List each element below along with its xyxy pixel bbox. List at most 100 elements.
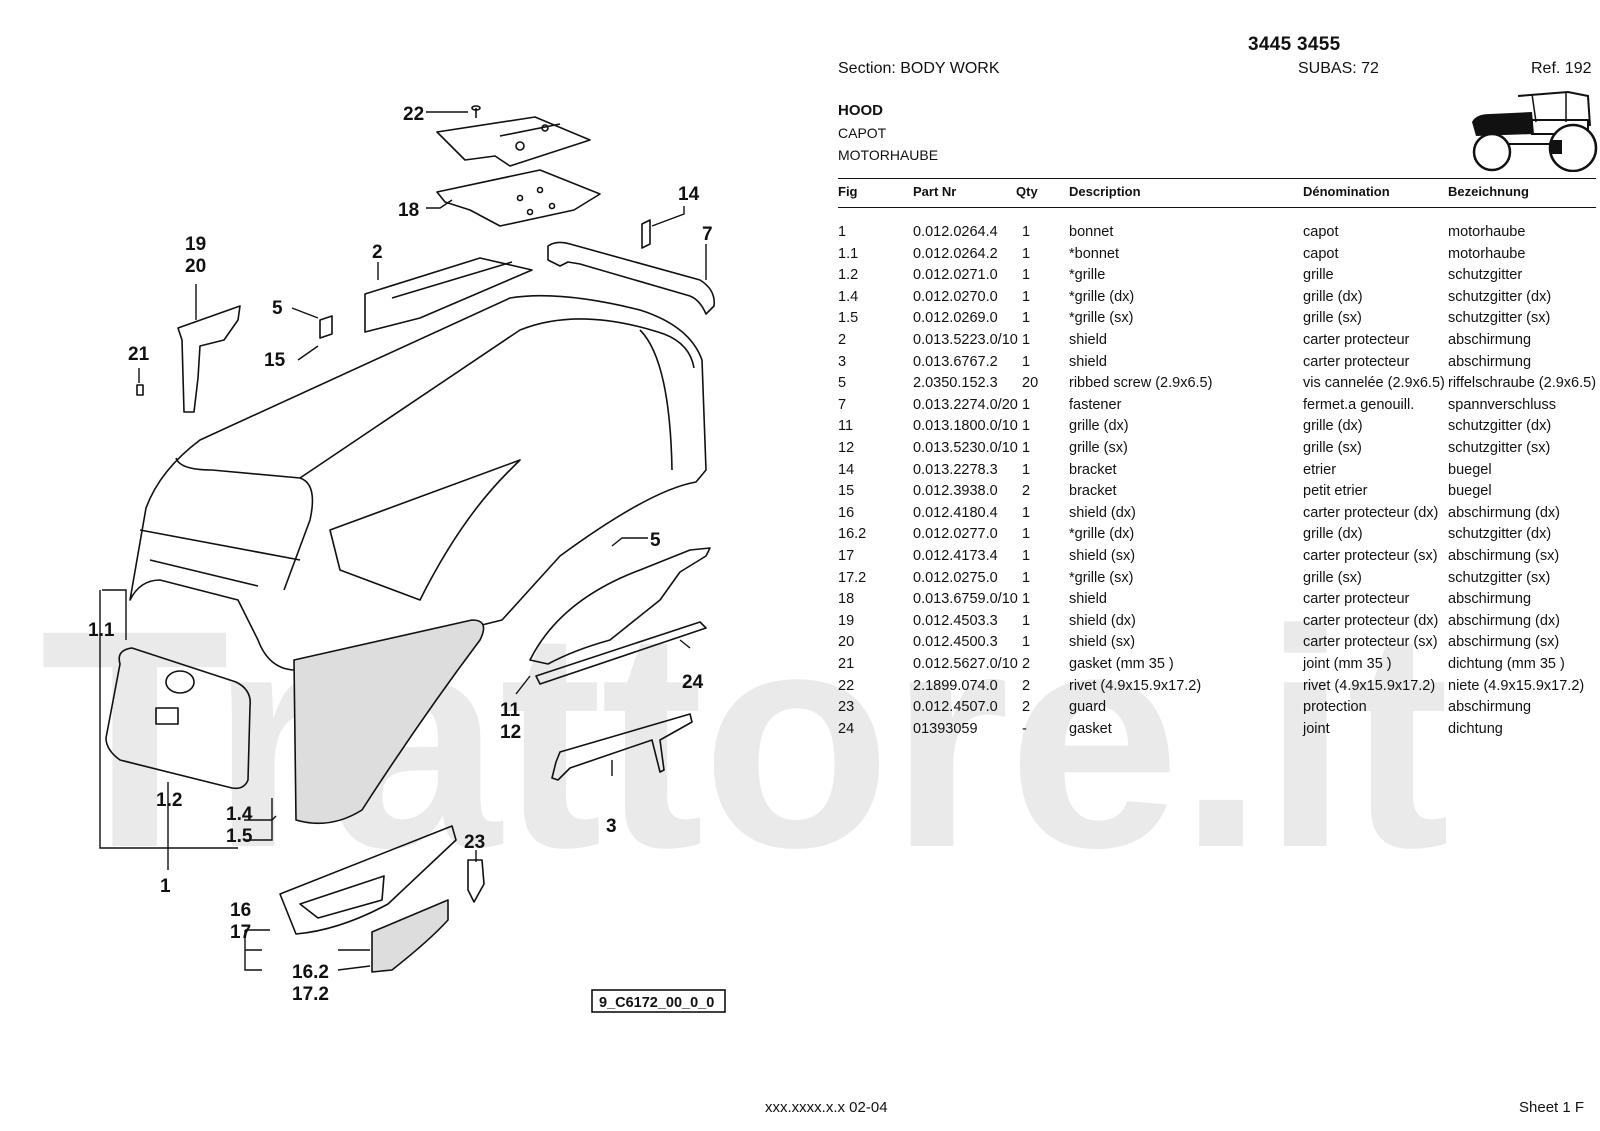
- cell-part-nr: 0.012.0269.0: [913, 310, 998, 327]
- cell-part-nr: 0.012.5627.0/10: [913, 656, 1018, 672]
- section-label: Section: BODY WORK: [838, 60, 1000, 77]
- cell-description: ribbed screw (2.9x6.5): [1069, 375, 1213, 392]
- cell-qty: 1: [1022, 396, 1031, 413]
- cell-description: shield: [1069, 591, 1107, 608]
- callout-17: 17: [230, 922, 251, 943]
- callout-2: 2: [372, 242, 383, 263]
- cell-part-nr: 0.013.2274.0/20: [913, 396, 1018, 413]
- cell-qty: 1: [1022, 224, 1031, 240]
- cell-qty: 1: [1022, 418, 1031, 435]
- cell-qty: -: [1022, 720, 1027, 737]
- cell-description: bracket: [1069, 461, 1117, 478]
- cell-fig: 17.2: [838, 569, 867, 586]
- cell-bezeichnung: abschirmung: [1448, 353, 1532, 370]
- cell-denomination: grille (dx): [1303, 288, 1363, 305]
- cell-fig: 16: [838, 504, 855, 521]
- cell-part-nr: 0.012.0264.2: [913, 245, 998, 262]
- cell-fig: 3: [838, 353, 847, 370]
- cell-denomination: protection: [1303, 699, 1367, 716]
- cell-description: shield: [1069, 332, 1107, 348]
- cell-fig: 12: [838, 440, 855, 456]
- footer-code: xxx.xxxx.x.x 02-04: [765, 1099, 888, 1116]
- drawing-code-box: [591, 989, 726, 1013]
- callout-16-2: 16.2: [292, 962, 329, 983]
- callout-15: 15: [264, 350, 286, 371]
- cell-description: gasket: [1069, 720, 1112, 737]
- col-header-bezeichnung: Bezeichnung: [1448, 184, 1529, 199]
- cell-qty: 2: [1022, 699, 1031, 716]
- cell-qty: 1: [1022, 245, 1031, 262]
- callout-20: 20: [185, 256, 206, 277]
- callout-7: 7: [702, 224, 713, 245]
- col-header-description: Description: [1069, 184, 1141, 199]
- cell-bezeichnung: dichtung: [1448, 720, 1503, 737]
- col-header-denomination: Dénomination: [1303, 184, 1390, 199]
- col-header-qty: Qty: [1016, 184, 1038, 199]
- model-number: 3445 3455: [1248, 34, 1341, 55]
- cell-description: grille (dx): [1069, 418, 1129, 435]
- cell-bezeichnung: motorhaube: [1448, 224, 1526, 240]
- cell-part-nr: 0.012.0275.0: [913, 569, 998, 586]
- cell-part-nr: 0.013.1800.0/10: [913, 418, 1018, 435]
- cell-part-nr: 0.012.0271.0: [913, 267, 998, 284]
- cell-bezeichnung: abschirmung: [1448, 699, 1532, 716]
- cell-bezeichnung: abschirmung: [1448, 591, 1532, 608]
- callout-1-5: 1.5: [226, 826, 253, 847]
- cell-denomination: vis cannelée (2.9x6.5): [1303, 375, 1445, 392]
- cell-fig: 16.2: [838, 526, 867, 543]
- cell-denomination: carter protecteur: [1303, 332, 1410, 348]
- cell-part-nr: 0.012.4173.4: [913, 548, 998, 564]
- cell-denomination: carter protecteur (dx): [1303, 504, 1439, 521]
- cell-fig: 21: [838, 656, 855, 672]
- tractor-icon: [1472, 90, 1598, 172]
- cell-denomination: etrier: [1303, 461, 1337, 478]
- cell-bezeichnung: riffelschraube (2.9x6.5): [1448, 375, 1597, 392]
- cell-part-nr: 0.013.5223.0/10: [913, 332, 1018, 348]
- col-header-part-nr: Part Nr: [913, 184, 957, 199]
- callout-16: 16: [230, 900, 251, 921]
- cell-fig: 22: [838, 677, 855, 694]
- callout-5-right: 5: [650, 530, 661, 551]
- cell-part-nr: 2.0350.152.3: [913, 375, 998, 392]
- cell-qty: 1: [1022, 353, 1031, 370]
- cell-description: *grille (sx): [1069, 310, 1134, 327]
- cell-description: shield: [1069, 353, 1107, 370]
- cell-bezeichnung: schutzgitter (dx): [1448, 418, 1552, 435]
- cell-description: *grille (dx): [1069, 526, 1135, 543]
- cell-description: shield (sx): [1069, 634, 1136, 651]
- header-rule-top: [838, 178, 1596, 179]
- cell-denomination: grille (sx): [1303, 310, 1362, 327]
- cell-fig: 5: [838, 375, 847, 392]
- cell-part-nr: 0.012.3938.0: [913, 483, 998, 500]
- cell-bezeichnung: abschirmung (sx): [1448, 548, 1560, 564]
- cell-bezeichnung: dichtung (mm 35 ): [1448, 656, 1565, 672]
- ref-label: Ref. 192: [1531, 60, 1592, 77]
- cell-description: rivet (4.9x15.9x17.2): [1069, 677, 1202, 694]
- cell-qty: 1: [1022, 332, 1031, 348]
- cell-denomination: carter protecteur (sx): [1303, 548, 1438, 564]
- callout-14: 14: [678, 184, 700, 205]
- cell-denomination: grille (sx): [1303, 569, 1362, 586]
- cell-fig: 23: [838, 699, 855, 716]
- cell-fig: 19: [838, 612, 855, 629]
- cell-denomination: joint (mm 35 ): [1303, 656, 1392, 672]
- subas-label: SUBAS: 72: [1298, 60, 1379, 77]
- cell-qty: 1: [1022, 440, 1031, 456]
- cell-fig: 24: [838, 720, 855, 737]
- cell-fig: 1.2: [838, 267, 859, 284]
- cell-qty: 1: [1022, 504, 1031, 521]
- cell-bezeichnung: schutzgitter (sx): [1448, 440, 1551, 456]
- cell-fig: 15: [838, 483, 855, 500]
- cell-qty: 1: [1022, 461, 1031, 478]
- cell-fig: 14: [838, 461, 855, 478]
- callout-1: 1: [160, 876, 171, 897]
- title-de: MOTORHAUBE: [838, 147, 939, 163]
- exploded-diagram: 22 18 14 7 2 19 20 5 15 21 1.1 5 24 11 1…: [88, 104, 726, 1013]
- cell-fig: 1: [838, 224, 847, 240]
- cell-description: *grille (sx): [1069, 569, 1134, 586]
- cell-bezeichnung: schutzgitter: [1448, 267, 1523, 284]
- cell-denomination: grille (sx): [1303, 440, 1362, 456]
- cell-description: grille (sx): [1069, 440, 1128, 456]
- callout-18: 18: [398, 200, 419, 221]
- cell-part-nr: 01393059: [913, 720, 978, 737]
